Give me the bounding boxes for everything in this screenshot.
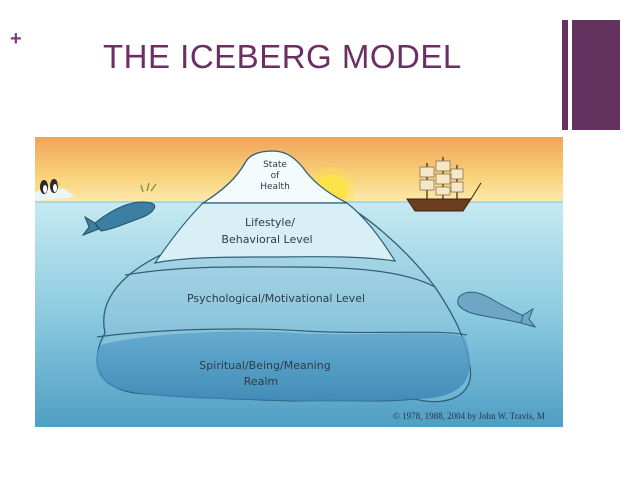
tier-1-label-line-3: Health bbox=[260, 182, 290, 192]
plus-mark: + bbox=[10, 28, 22, 50]
iceberg-svg: State of Health Lifestyle/ Behavioral Le… bbox=[35, 137, 563, 427]
tier-4-label-line-1: Spiritual/Being/Meaning bbox=[199, 359, 330, 372]
whale-right bbox=[457, 291, 537, 328]
copyright-notice: © 1978, 1988, 2004 by John W. Travis, M bbox=[393, 411, 545, 421]
tier-3-label: Psychological/Motivational Level bbox=[187, 292, 365, 305]
sailing-ship bbox=[406, 157, 482, 212]
iceberg-deep-band bbox=[96, 331, 470, 402]
tier-1-label-line-2: of bbox=[271, 171, 281, 181]
accent-bar-thin bbox=[562, 20, 568, 130]
slide-title: THE ICEBERG MODEL bbox=[103, 38, 462, 75]
tier-2-label-line-1: Lifestyle/ bbox=[245, 216, 295, 229]
whale-surface bbox=[81, 182, 157, 237]
tier-1-label-line-1: State bbox=[263, 160, 287, 170]
iceberg-tip bbox=[200, 150, 348, 204]
penguins bbox=[40, 179, 61, 194]
tier-4-label-line-2: Realm bbox=[244, 375, 278, 388]
accent-bar-thick bbox=[572, 20, 620, 130]
tier-2-label-line-2: Behavioral Level bbox=[221, 233, 312, 246]
iceberg-lifestyle-band bbox=[153, 202, 397, 264]
iceberg-illustration: State of Health Lifestyle/ Behavioral Le… bbox=[35, 137, 563, 427]
